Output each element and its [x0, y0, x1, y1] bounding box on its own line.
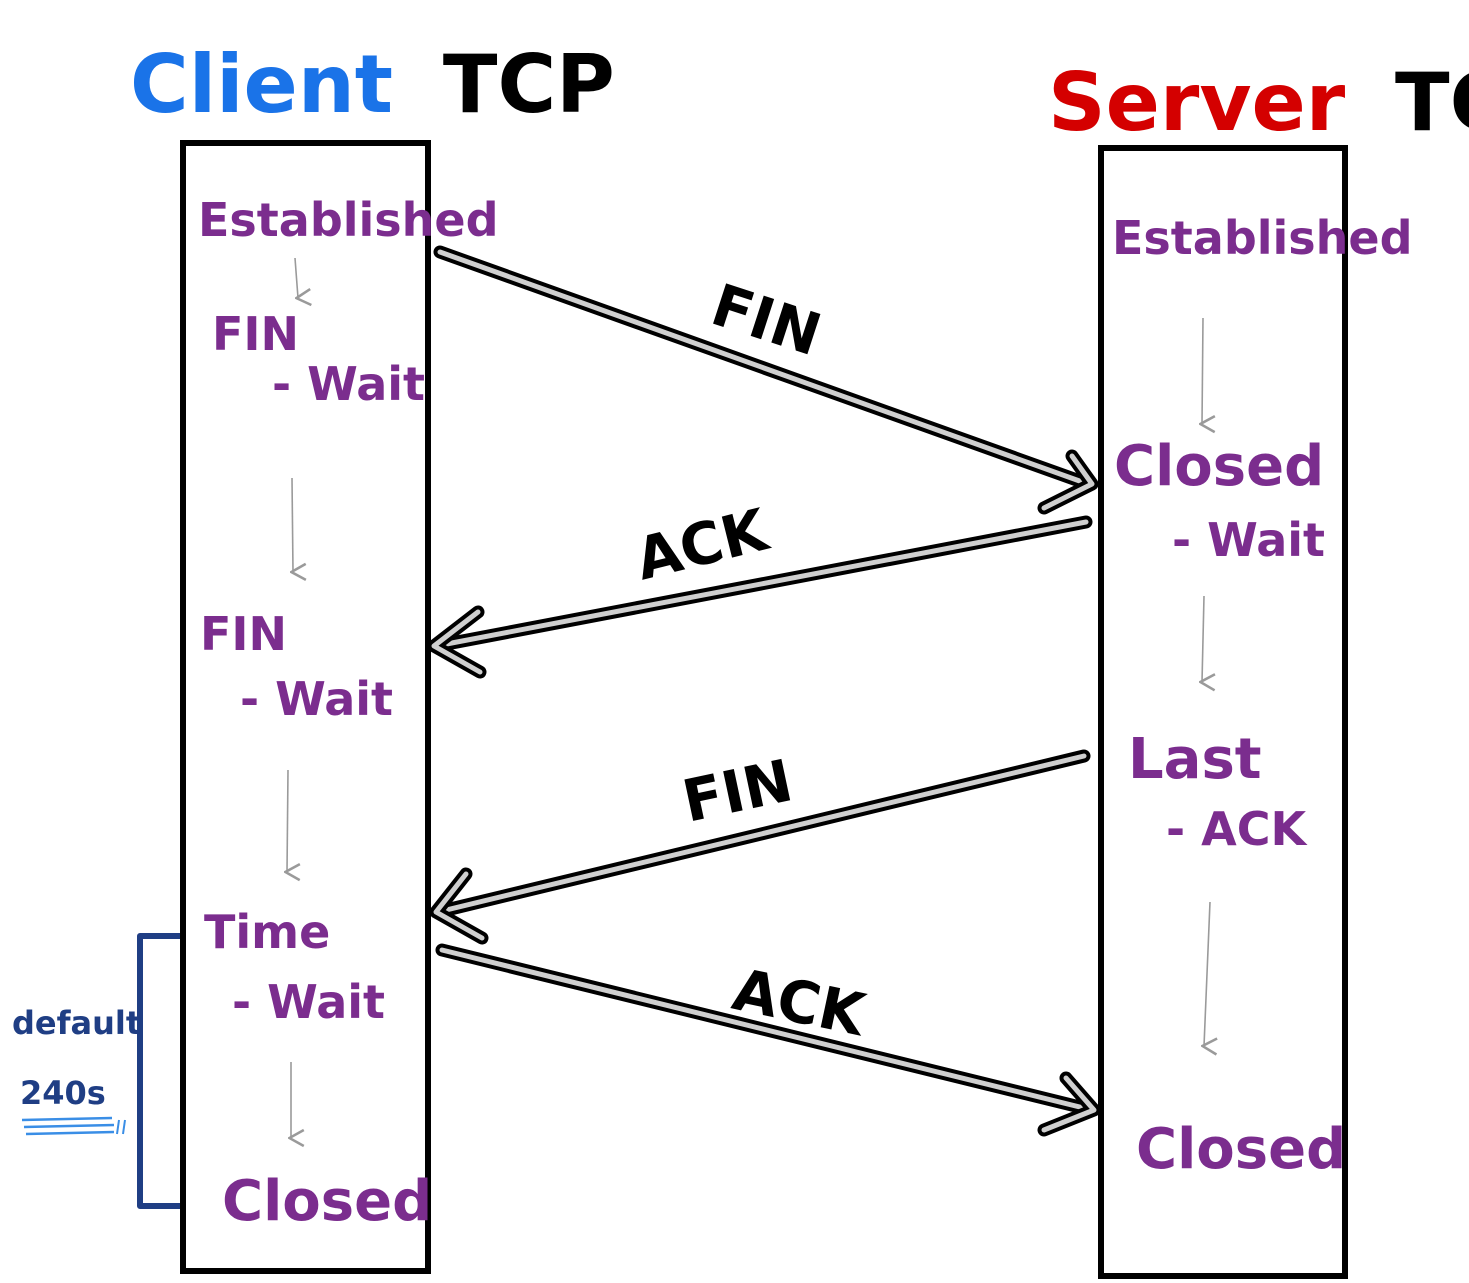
- client-box: [180, 140, 431, 1274]
- client-name: Client: [130, 38, 393, 131]
- message-arrow-ack-1: [427, 515, 1093, 679]
- server-state-last-ack-b: - ACK: [1166, 802, 1308, 856]
- message-arrow-ack-2: [435, 943, 1101, 1137]
- note-underline: [21, 1116, 126, 1136]
- client-state-established: Established: [198, 193, 499, 247]
- server-name: Server: [1048, 56, 1346, 149]
- message-label-fin-2: FIN: [677, 746, 798, 835]
- client-state-fin-wait-1-a: FIN: [212, 307, 299, 361]
- message-arrow-fin-2: [429, 749, 1091, 945]
- client-state-time-wait-a: Time: [204, 905, 330, 959]
- server-state-established: Established: [1112, 211, 1413, 265]
- client-state-fin-wait-2-a: FIN: [200, 607, 287, 661]
- server-state-close-wait-a: Closed: [1114, 434, 1324, 499]
- time-wait-bracket: [137, 933, 180, 1209]
- server-state-last-ack-a: Last: [1128, 727, 1262, 792]
- client-state-fin-wait-2-b: - Wait: [240, 672, 393, 726]
- server-state-closed: Closed: [1136, 1117, 1346, 1182]
- server-box: [1098, 145, 1348, 1279]
- client-state-arrow-3: [287, 769, 288, 872]
- note-240s: 240s: [20, 1074, 106, 1112]
- client-state-closed: Closed: [222, 1169, 432, 1234]
- client-state-arrow-1: [295, 257, 298, 298]
- server-state-arrow-3: [1204, 901, 1210, 1046]
- client-state-time-wait-b: - Wait: [232, 975, 385, 1029]
- message-arrow-fin-1: [433, 245, 1099, 515]
- client-title: Client TCP: [130, 38, 615, 131]
- server-suffix: TCP: [1395, 56, 1469, 149]
- server-state-arrow-1: [1202, 317, 1203, 424]
- client-state-fin-wait-1-b: - Wait: [272, 357, 425, 411]
- client-state-arrow-2: [292, 477, 293, 572]
- server-state-arrow-2: [1202, 595, 1204, 682]
- message-label-ack-2: ACK: [727, 955, 873, 1049]
- note-default: default: [12, 1004, 141, 1042]
- server-title: Server TCP: [1048, 56, 1469, 149]
- server-state-close-wait-b: - Wait: [1172, 513, 1325, 567]
- client-suffix: TCP: [443, 38, 615, 131]
